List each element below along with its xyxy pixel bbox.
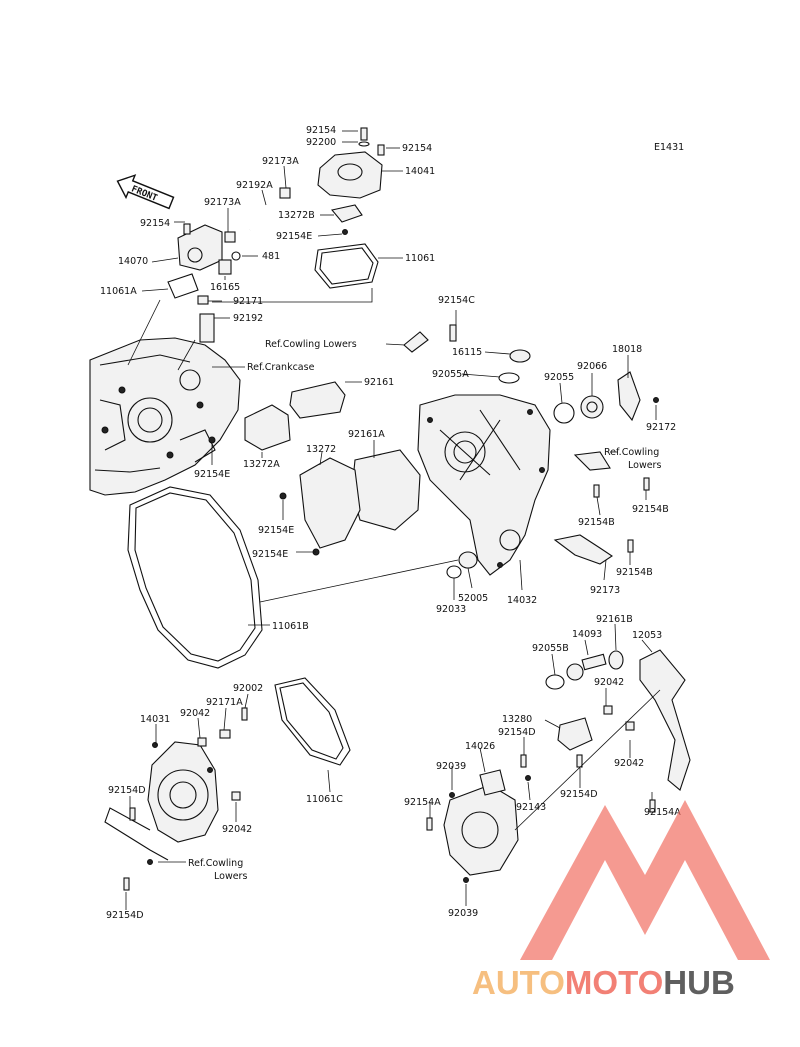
label-13272B: 13272B [278,210,315,221]
ref-cowling-3a: Ref.Cowling [188,858,243,869]
label-92154E-c: 92154E [252,549,288,560]
label-92154E-a: 92154E [194,469,230,480]
watermark-triangle-icon [520,800,770,960]
label-92161B: 92161B [596,614,633,625]
label-13272: 13272 [306,444,336,455]
label-92154B-b: 92154B [632,504,669,515]
label-92154D-bot: 92154D [106,910,144,921]
ref-cowling-3b: Lowers [214,871,247,882]
label-92039-b: 92039 [448,908,478,919]
watermark-logo: AUTOMOTOHUB [472,800,770,1001]
label-92154A-l: 92154A [404,797,441,808]
label-92042-l1: 92042 [180,708,210,719]
label-16115: 16115 [452,347,482,358]
crankcase-illustration [89,337,241,496]
label-92066: 92066 [577,361,607,372]
label-14070: 14070 [118,256,148,267]
label-92161A: 92161A [348,429,385,440]
diagram-code: E1431 [654,142,684,153]
label-92042-l2: 92042 [222,824,252,835]
leader-lines [125,130,657,910]
label-18018: 18018 [612,344,642,355]
watermark-text: AUTOMOTOHUB [472,964,735,1001]
label-11061C: 11061C [306,794,343,805]
label-92154D-r2: 92154D [560,789,598,800]
label-14026: 14026 [465,741,495,752]
label-11061A: 11061A [100,286,137,297]
label-92042-r2: 92042 [614,758,644,769]
label-92171: 92171 [233,296,263,307]
label-92200: 92200 [306,137,336,148]
label-92154C: 92154C [438,295,475,306]
label-481: 481 [262,251,280,262]
clutch-cover-14032 [417,394,551,576]
label-92154E-top: 92154E [276,231,312,242]
label-14032: 14032 [507,595,537,606]
plate-13272A [244,404,291,451]
watermark-part1: AUTO [472,964,565,1001]
plate-13272 [299,457,361,549]
label-92172: 92172 [646,422,676,433]
label-92039-a: 92039 [436,761,466,772]
alternator-cover-14031 [104,741,219,861]
label-92154-top: 92154 [306,125,336,136]
ref-crankcase: Ref.Crankcase [247,362,315,373]
label-92055B: 92055B [532,643,569,654]
label-92173: 92173 [590,585,620,596]
label-12053: 12053 [632,630,662,641]
label-14031: 14031 [140,714,170,725]
upper-cover-assembly [167,127,385,343]
label-92173A-top: 92173A [262,156,299,167]
ref-cowling-2b: Lowers [628,460,661,471]
label-92173A-mid: 92173A [204,197,241,208]
label-14093: 14093 [572,629,602,640]
label-92192A: 92192A [236,180,273,191]
front-arrow-icon: FRONT [116,174,175,210]
label-52005: 52005 [458,593,488,604]
label-92143: 92143 [516,802,546,813]
part-labels: 92154 92200 92154 92173A 14041 92192A 92… [100,125,681,921]
label-92033: 92033 [436,604,466,615]
gasket-92161A [351,449,421,531]
gasket-11061C [274,677,351,766]
label-13272A: 13272A [243,459,280,470]
label-92154D-l1: 92154D [108,785,146,796]
label-16165: 16165 [210,282,240,293]
label-92154-tr: 92154 [402,143,432,154]
label-92154B-c: 92154B [616,567,653,578]
label-92192: 92192 [233,313,263,324]
gasket-92161 [289,381,346,419]
pulser-cover-14026 [443,769,519,876]
label-14041: 14041 [405,166,435,177]
ref-cowling-lowers-1: Ref.Cowling Lowers [265,339,357,350]
label-92171A: 92171A [206,697,243,708]
label-92154A-r: 92154A [644,807,681,818]
label-92042-r1: 92042 [594,677,624,688]
label-92154D-r1: 92154D [498,727,536,738]
label-92002: 92002 [233,683,263,694]
label-13280: 13280 [502,714,532,725]
watermark-part3: HUB [663,964,735,1001]
ref-cowling-2a: Ref.Cowling [604,447,659,458]
label-92154E-b: 92154E [258,525,294,536]
label-92055: 92055 [544,372,574,383]
label-92154B-a: 92154B [578,517,615,528]
label-92161: 92161 [364,377,394,388]
watermark-part2: MOTO [565,964,663,1001]
label-11061B: 11061B [272,621,309,632]
gasket-11061B [127,486,263,669]
label-92055A: 92055A [432,369,469,380]
label-11061: 11061 [405,253,435,264]
label-92154-left: 92154 [140,218,170,229]
